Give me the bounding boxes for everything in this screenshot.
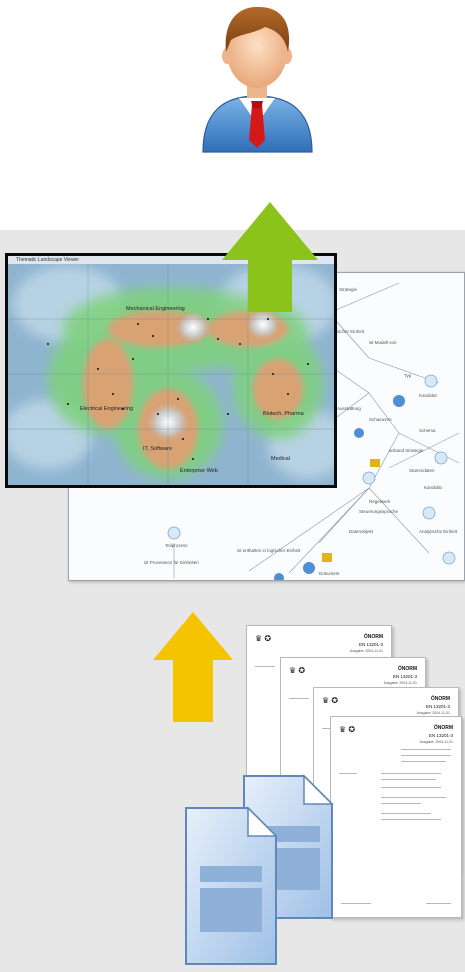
text-line (289, 698, 309, 700)
text-line (381, 803, 421, 805)
seal-icon: ♛ ✪ (289, 666, 306, 675)
graph-edges (167, 282, 460, 580)
graph-label: Stammdaten (409, 468, 435, 473)
yellow-arrow-shape (153, 612, 233, 722)
graph-label: anhand Strategie (389, 448, 424, 453)
green-arrow-shape (222, 202, 318, 312)
graph-label: Regelwerk (369, 499, 391, 504)
graph-label: Datenobjekt (349, 529, 374, 534)
graph-label: Teilprozess (165, 543, 188, 548)
graph-label: Schema (419, 428, 436, 433)
map-label: Medical (271, 456, 290, 462)
text-line (381, 787, 441, 789)
graph-label: Kandidat (424, 485, 442, 490)
arrow-up-icon (222, 202, 318, 312)
map-label: Electrical Engineering (80, 406, 134, 412)
document-org: ÖNORM (433, 725, 453, 731)
seal-icon: ♛ ✪ (255, 634, 272, 643)
seal-icon: ♛ ✪ (339, 725, 356, 734)
graph-label: Ausstattung (337, 406, 361, 411)
graph-label: Steuerungssprache (359, 509, 399, 514)
document-date: Ausgabe: 2004-11-01 (419, 740, 453, 744)
graph-label: Analytische Einheit (419, 529, 458, 534)
document-date: Ausgabe: 2004-11-01 (416, 711, 450, 715)
graph-label: ist Provenienz für Einheiten (144, 560, 199, 565)
document-date: Ausgabe: 2004-11-01 (383, 681, 417, 685)
text-line (381, 813, 431, 815)
text-line (381, 773, 441, 775)
graph-label: Kandidat (419, 393, 437, 398)
text-line (426, 903, 451, 905)
text-line (401, 749, 451, 751)
thematic-map-window: Thematic Landscape Viewer (5, 253, 337, 488)
map-label: Biotech, Pharma (263, 411, 304, 417)
text-line (381, 779, 436, 781)
file-icon-front (185, 806, 278, 965)
document-org: ÖNORM (363, 634, 383, 640)
businessman-icon (202, 6, 313, 153)
map-label: Enterprise Web (180, 468, 218, 474)
document-org: ÖNORM (397, 666, 417, 672)
graph-label: ischer Einheit (337, 329, 365, 334)
standard-document: ♛ ✪ ÖNORM EN 13201-3 Ausgabe: 2004-11-01 (330, 716, 462, 918)
document-standard: EN 13201-3 (425, 704, 450, 709)
map-title: Thematic Landscape Viewer (16, 257, 79, 263)
document-standard: EN 13201-3 (392, 674, 417, 679)
graph-label: Schaeuzen (369, 417, 392, 422)
text-line (255, 666, 275, 668)
graph-label: Strategie (339, 287, 358, 292)
documents-icon (185, 774, 334, 965)
text-line (381, 819, 441, 821)
arrow-up-icon (153, 612, 233, 722)
document-standard: EN 13201-3 (358, 642, 383, 647)
seal-icon: ♛ ✪ (322, 696, 339, 705)
graph-label: Dokument (319, 571, 340, 576)
text-line (381, 797, 446, 799)
document-org: ÖNORM (430, 696, 450, 702)
text-line (401, 761, 446, 763)
map-label: IT, Software (143, 446, 173, 452)
text-line (401, 755, 451, 757)
graph-label: Typ (404, 373, 412, 378)
text-line (339, 773, 357, 775)
graph-label: ist enthalten in logischer Einheit (237, 548, 301, 553)
graph-label: ist Modell von (369, 340, 397, 345)
document-standard: EN 13201-3 (428, 733, 453, 738)
text-line (341, 903, 371, 905)
thematic-map (8, 264, 334, 485)
document-date: Ausgabe: 2004-11-01 (349, 649, 383, 653)
map-document-points (47, 318, 309, 460)
map-label: Mechanical Engineering (126, 306, 185, 312)
